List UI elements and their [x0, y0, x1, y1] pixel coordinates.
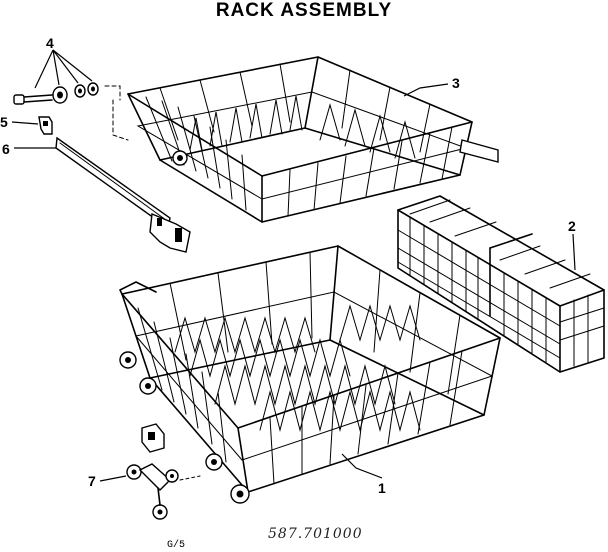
callout-5: 5 [0, 114, 8, 130]
part-1-lower-rack [119, 245, 501, 504]
part-4-hardware [13, 49, 129, 141]
callout-4: 4 [46, 35, 54, 51]
part-5-clip [11, 116, 53, 135]
callout-6: 6 [2, 141, 10, 157]
callout-7: 7 [88, 473, 96, 489]
diagram-title: RACK ASSEMBLY [215, 0, 393, 21]
callout-1: 1 [378, 480, 386, 496]
callout-3: 3 [452, 75, 460, 91]
callout-2: 2 [568, 218, 576, 234]
part-2-silverware-basket [397, 195, 605, 373]
part-6-rail [14, 136, 191, 253]
part-number: 587.701000 [268, 526, 363, 542]
part-7-wheel-assembly [99, 423, 201, 520]
part-3-upper-rack [127, 56, 499, 223]
page-reference: G/5 [167, 540, 186, 551]
